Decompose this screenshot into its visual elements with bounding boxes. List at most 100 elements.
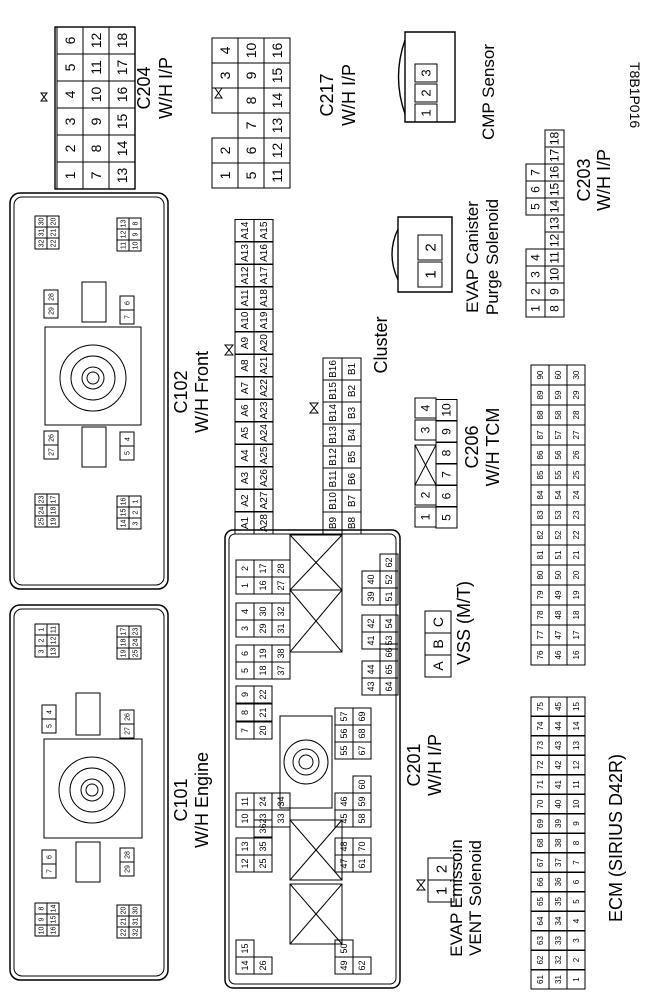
c217-pin: 2 xyxy=(211,137,239,164)
pin-label: A22 xyxy=(259,379,270,397)
c217-notch xyxy=(211,62,239,114)
pin-label: 29 xyxy=(48,307,55,315)
c206-pin: 10 xyxy=(435,399,458,421)
pin-label: 3 xyxy=(529,271,543,278)
c101-bolt-center xyxy=(85,783,99,797)
pin-label: 11 xyxy=(572,780,581,789)
cmp-latch xyxy=(397,39,406,115)
pin-cell-box xyxy=(119,723,135,739)
c201-pin: 49 xyxy=(334,956,354,975)
connector-c101: 1231112134517181923242526276728298910141… xyxy=(9,604,212,981)
c101-pin: 14 xyxy=(46,902,60,915)
pin-label: 29 xyxy=(258,623,268,633)
c102-pin: 32 xyxy=(34,237,48,250)
pin-cell-box xyxy=(253,956,273,975)
c203-pin: 11 xyxy=(544,248,565,267)
c201-pin: 62 xyxy=(352,956,372,975)
pin-label: 15 xyxy=(548,183,562,197)
pin-label: 8 xyxy=(38,906,45,910)
c201-bolt-boss xyxy=(279,715,333,809)
pin-cell-box xyxy=(128,647,142,660)
ecm-pin: 87 xyxy=(530,424,550,446)
ecm-pin: 67 xyxy=(530,852,550,873)
c101-pin: 30 xyxy=(128,904,142,917)
ecm-pin: 44 xyxy=(548,716,568,736)
cluster-a-pin: A18 xyxy=(253,286,274,310)
pin-label: 53 xyxy=(554,510,563,519)
ecm-pin: 3 xyxy=(566,930,586,951)
c204-pin: 3 xyxy=(56,107,84,136)
pin-label: 37 xyxy=(554,858,563,867)
c201-blank-x xyxy=(289,883,343,945)
c204-latch-icon xyxy=(40,92,48,102)
c201-pin: 34 xyxy=(271,792,291,811)
pin-label: 32 xyxy=(38,240,45,248)
pin-label: 2 xyxy=(572,957,581,962)
c201-outer-housing xyxy=(224,529,401,989)
pin-label: 21 xyxy=(120,918,127,926)
pin-label: 1 xyxy=(422,270,439,278)
pin-label: 58 xyxy=(357,813,367,823)
c101-pin: 25 xyxy=(128,647,142,660)
pin-label: 7 xyxy=(240,728,250,733)
connector-ecm: 6162636465666768697071727374753132333435… xyxy=(530,364,626,990)
pin-label: 24 xyxy=(258,796,268,806)
pin-label: 18 xyxy=(258,665,268,675)
c101-pin: 21 xyxy=(116,915,130,928)
pin-label: 22 xyxy=(120,929,127,937)
pin-label: 6 xyxy=(440,492,454,499)
c102-pin: 23 xyxy=(34,493,48,506)
c203-location: W/H I/P xyxy=(594,149,614,211)
c201-pin: 66 xyxy=(379,643,399,662)
pin-label: 10 xyxy=(440,403,454,417)
ecm-pin: 47 xyxy=(548,624,568,646)
pin-label: 5 xyxy=(440,514,454,521)
pin-label: 20 xyxy=(572,570,581,579)
c206-pin: 5 xyxy=(435,506,458,529)
pin-label: 5 xyxy=(62,63,78,71)
pin-label: 16 xyxy=(548,166,562,180)
pin-cell-box xyxy=(263,37,291,64)
c201-pin: 12 xyxy=(235,854,255,873)
c201-pin: 58 xyxy=(352,809,372,828)
pin-label: 82 xyxy=(536,530,545,539)
cluster-b-pin: B7 xyxy=(341,489,362,513)
c102-pin: 7 xyxy=(119,309,135,325)
pin-cell-box xyxy=(352,707,372,726)
pin-label: 12 xyxy=(120,231,127,239)
cluster-b-latch-icon xyxy=(308,402,320,414)
c203-pin: 15 xyxy=(544,180,565,199)
ecm-pin: 84 xyxy=(530,484,550,506)
pin-label: A6 xyxy=(240,404,251,417)
pin-label: B16 xyxy=(328,360,339,378)
c206-pin: 4 xyxy=(414,397,437,419)
pin-label: 21 xyxy=(572,550,581,559)
cluster-a-pin: A15 xyxy=(253,219,274,242)
ecm-pin: 8 xyxy=(566,833,586,853)
pin-label: 32 xyxy=(276,606,286,616)
pin-label: B2 xyxy=(347,384,358,397)
pin-cell-box xyxy=(271,792,291,811)
evap-vent-label-1: EVAP Emissoin xyxy=(447,839,466,956)
c102-pin: 9 xyxy=(128,228,142,241)
pin-label: 30 xyxy=(132,907,139,915)
pin-label: 41 xyxy=(366,635,376,645)
c101-bolt-boss xyxy=(43,738,143,839)
connector-evap-vent: 12 EVAP Emissoin VENT Solenoid xyxy=(415,839,485,957)
c203-pin: 4 xyxy=(525,248,546,267)
pin-label: 1 xyxy=(419,109,434,116)
pin-label: 13 xyxy=(269,118,285,134)
c201-pin: 36 xyxy=(253,819,273,838)
ecm-pin: 74 xyxy=(530,716,550,736)
pin-label: 57 xyxy=(554,430,563,439)
ecm-pin: 76 xyxy=(530,644,550,666)
c101-key-slot-2 xyxy=(75,841,101,883)
c201-pin: 48 xyxy=(334,837,354,856)
c201-pin: 19 xyxy=(253,644,273,663)
c101-pin: 31 xyxy=(128,915,142,928)
pin-label: 4 xyxy=(240,609,250,614)
pin-label: 67 xyxy=(536,858,545,867)
pin-label: 52 xyxy=(384,574,394,584)
cluster-a-pin: A3 xyxy=(234,466,255,490)
